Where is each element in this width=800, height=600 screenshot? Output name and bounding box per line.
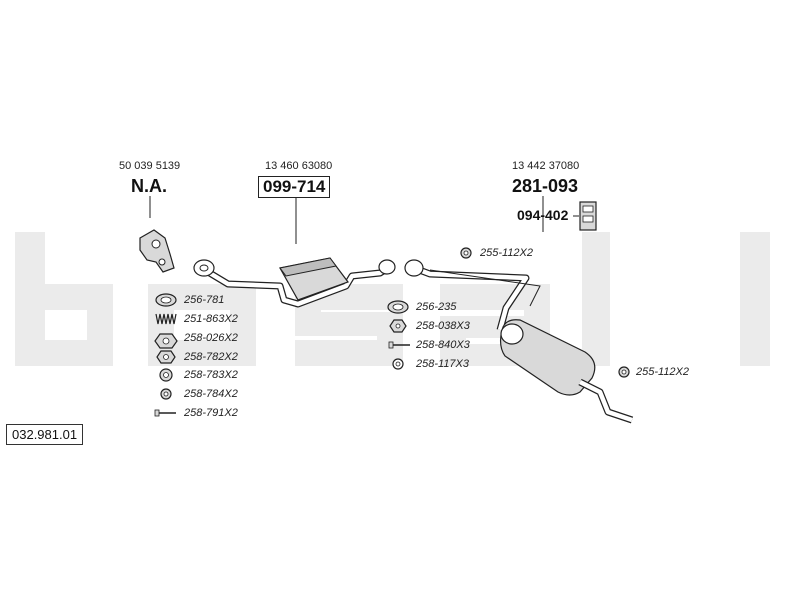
hex-nut-icon[interactable]: [154, 333, 178, 349]
gasket-ring-icon[interactable]: [387, 300, 409, 314]
catalog-number: 032.981.01: [6, 424, 84, 445]
part-code-middle-1[interactable]: 256-235: [416, 301, 457, 313]
part-code-left-7[interactable]: 258-791X2: [184, 407, 238, 419]
gasket-ring-icon[interactable]: [155, 293, 177, 307]
rubber-hanger-icon[interactable]: [460, 247, 472, 259]
rear-part-code[interactable]: 281-093: [512, 176, 579, 196]
part-code-left-4[interactable]: 258-782X2: [184, 351, 238, 363]
part-code-middle-2[interactable]: 258-038X3: [416, 320, 470, 332]
hex-nut-icon[interactable]: [156, 350, 176, 364]
catalyst-part-code[interactable]: 099-714: [258, 176, 331, 198]
upper-hanger-code[interactable]: 255-112X2: [480, 247, 534, 259]
part-code-middle-4[interactable]: 258-117X3: [416, 358, 470, 370]
bolt-icon[interactable]: [388, 341, 410, 349]
rear-silencer-system[interactable]: [404, 259, 634, 424]
rear-mount-bracket[interactable]: [579, 201, 597, 231]
front-flange-bracket[interactable]: [139, 229, 175, 273]
lower-hanger-code[interactable]: 255-112X2: [636, 366, 690, 378]
catalyst-front-pipe[interactable]: [193, 257, 396, 308]
part-code-left-6[interactable]: 258-784X2: [184, 388, 238, 400]
rear-oem-number: 13 442 37080: [512, 160, 580, 172]
part-code-left-1[interactable]: 256-781: [184, 294, 225, 306]
front-part-code: N.A.: [131, 176, 167, 196]
washer-icon[interactable]: [392, 358, 404, 370]
bolt-icon[interactable]: [154, 409, 176, 417]
catalyst-oem-number: 13 460 63080: [265, 160, 333, 172]
part-code-middle-3[interactable]: 258-840X3: [416, 339, 470, 351]
rear-mount-code[interactable]: 094-402: [517, 207, 569, 223]
spring-icon[interactable]: [155, 313, 177, 325]
part-code-left-5[interactable]: 258-783X2: [184, 369, 238, 381]
part-code-left-3[interactable]: 258-026X2: [184, 332, 238, 344]
washer-icon[interactable]: [159, 368, 173, 382]
front-oem-number: 50 039 5139: [119, 160, 181, 172]
washer-icon[interactable]: [160, 388, 172, 400]
rubber-hanger-icon[interactable]: [618, 366, 630, 378]
part-code-left-2[interactable]: 251-863X2: [184, 313, 238, 325]
hex-nut-icon[interactable]: [389, 319, 407, 333]
